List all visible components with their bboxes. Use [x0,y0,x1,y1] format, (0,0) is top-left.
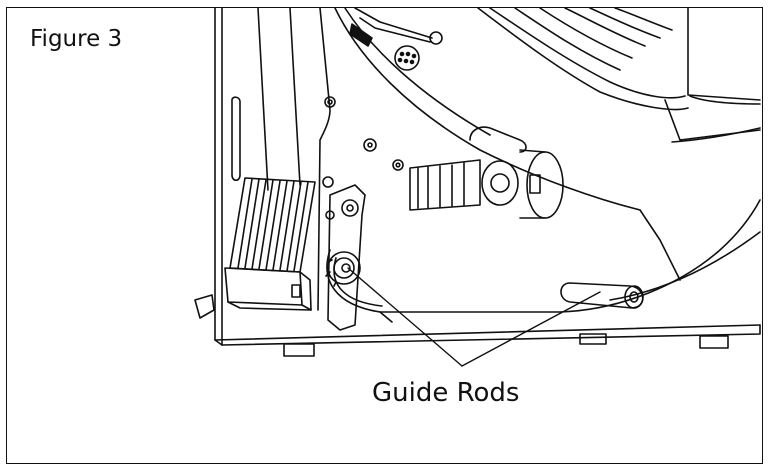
callout-guide-rods: Guide Rods [372,378,520,408]
ribbon-cable [229,177,316,273]
figure-title: Figure 3 [30,26,123,52]
top-lever [349,7,443,71]
printer-housing [214,7,761,346]
callout-leader-lines [347,267,601,367]
ribbon-spindle [409,126,564,219]
guide-rod-right [560,282,644,309]
base-feet [283,333,729,357]
media-roll [477,7,761,143]
printhead-bracket [317,7,641,311]
guide-arm [322,176,366,331]
connector-block [194,267,312,319]
figure-frame [6,7,763,464]
side-panel [231,7,301,191]
